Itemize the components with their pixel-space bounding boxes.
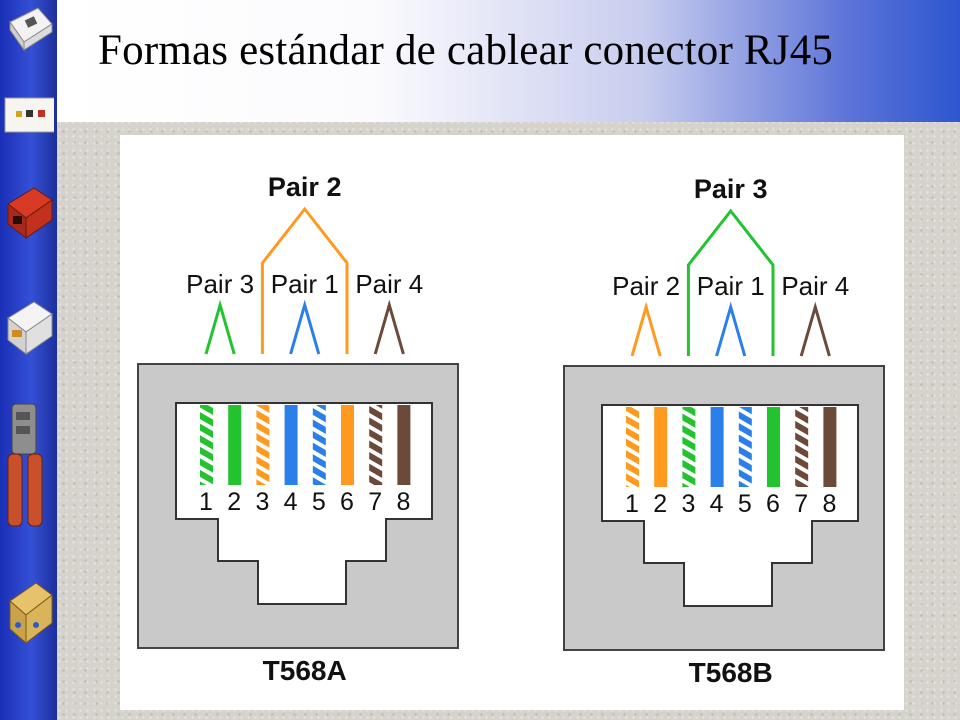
t568b-top-pair-label: Pair 3 [694,174,768,204]
t568b-pin-2-wire [654,407,668,487]
punch-block-icon [9,582,53,645]
t568a-top-pair-label: Pair 2 [268,172,342,202]
t568b-pin-2-label: 2 [653,490,667,518]
t568a-pin-3-wire [256,405,270,485]
t568b-pin-6-label: 6 [766,490,780,518]
t568b-pin-1-wire [626,407,639,487]
t568a-pin-7-wire [369,405,383,485]
t568a-standard-label: T568A [263,655,347,686]
t568a-pair-label-1: Pair 3 [186,269,254,299]
surface-box-icon [7,301,53,356]
keystone-red-icon [7,187,53,240]
sidebar [0,0,57,720]
t568b-pair-label-2: Pair 1 [697,271,765,301]
t568a-pin-5-label: 5 [312,488,326,516]
title-bar [57,0,960,122]
t568a-pin-1-wire [200,405,213,485]
t568a-pin-6-wire [341,405,354,485]
t568a-pin-3-label: 3 [255,488,269,516]
faceplate-icon [4,97,54,133]
t568a-pin-7-label: 7 [368,488,382,516]
t568b-standard-label: T568B [689,657,773,688]
t568b-pair-lead-4-5 [715,301,747,357]
t568a-pin-2-wire [228,405,242,485]
t568b-pin-4-wire [710,407,724,487]
t568b-pin-8-wire [823,407,837,487]
t568b-pin-8-label: 8 [822,490,836,518]
t568b-pair-label-1: Pair 2 [612,271,680,301]
wall-jack-white-icon [9,7,53,52]
t568b-pin-7-wire [795,407,809,487]
t568b-pin-5-wire [738,407,752,487]
t568a-pair-label-3: Pair 4 [355,269,423,299]
t568b-pair-label-3: Pair 4 [781,271,849,301]
t568b-pin-3-wire [682,407,696,487]
t568b-pin-7-label: 7 [794,490,808,518]
t568a-pair-lead-1-2 [204,299,236,355]
t568a-pin-8-label: 8 [396,488,410,516]
t568b-pin-6-wire [767,407,780,487]
t568a-pair-label-2: Pair 1 [271,269,339,299]
t568a-pin-2-label: 2 [227,488,241,516]
t568a-pin-6-label: 6 [340,488,354,516]
slide-title: Formas estándar de cablear conector RJ45 [98,27,834,74]
t568b-pin-3-label: 3 [681,490,695,518]
t568a-pin-4-wire [284,405,298,485]
t568a-pin-4-label: 4 [284,488,298,516]
t568b-pin-1-label: 1 [625,490,639,518]
t568b-pair-lead-1-2 [630,301,662,357]
t568a-pin-1-label: 1 [199,488,213,516]
t568b-pin-4-label: 4 [710,490,724,518]
t568a-pin-8-wire [397,405,411,485]
t568a-pin-5-wire [312,405,326,485]
t568b-pair-lead-7-8 [799,301,831,357]
t568b-pin-5-label: 5 [738,490,752,518]
t568a-pair-lead-3-6 [260,206,349,354]
t568b-pair-lead-3-6 [686,208,775,356]
t568a-pair-lead-7-8 [373,299,405,355]
t568a-pair-lead-4-5 [289,299,321,355]
crimp-tool-icon [7,403,43,527]
